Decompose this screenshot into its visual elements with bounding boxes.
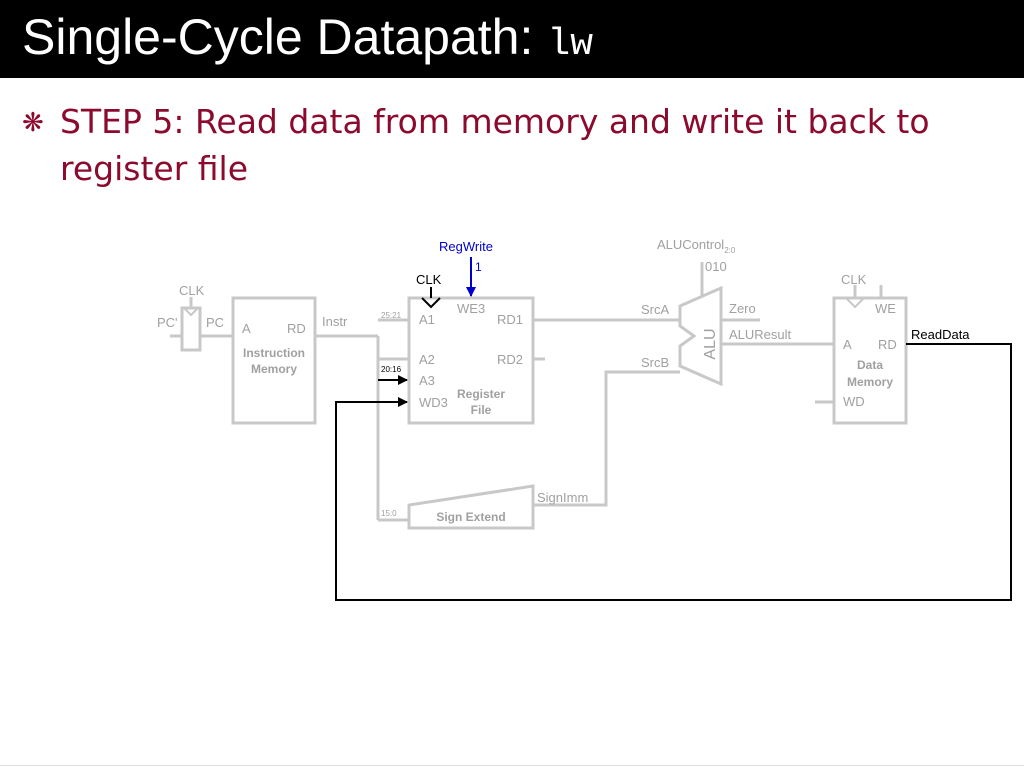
alu-unit	[678, 285, 723, 387]
regfile-clock-notch	[421, 297, 441, 309]
bullet-icon: ❋	[22, 108, 44, 138]
regfile-we3-label: WE3	[457, 301, 485, 316]
bits-rt-label: 20:16	[381, 365, 402, 374]
pc-label: PC	[206, 315, 224, 330]
srcb-label: SrcB	[641, 355, 669, 370]
dmem-name-line1: Data	[857, 358, 883, 372]
regfile-wd3-label: WD3	[419, 395, 448, 410]
imem-name-line1: Instruction	[243, 346, 305, 360]
pc-clk-label: CLK	[179, 283, 205, 298]
regfile-name-line2: File	[471, 403, 492, 417]
regfile-a3-label: A3	[419, 373, 435, 388]
instruction-memory	[231, 296, 317, 425]
imem-a-label: A	[242, 321, 251, 336]
data-memory	[832, 296, 908, 425]
alucontrol-value: 010	[705, 259, 727, 274]
signimm-label: SignImm	[537, 490, 588, 505]
dmem-name-line2: Memory	[847, 375, 893, 389]
signimm-srcb-wire	[533, 370, 680, 507]
regwrite-value: 1	[475, 260, 482, 274]
regfile-name-line1: Register	[457, 387, 505, 401]
regfile-a1-label: A1	[419, 312, 435, 327]
pc-clock-notch	[183, 307, 199, 317]
alucontrol-name: ALUControl	[657, 237, 724, 252]
imem-rd-label: RD	[287, 321, 306, 336]
bits-imm-label: 15:0	[381, 509, 397, 518]
pc-register	[180, 306, 202, 352]
sign-extend-unit	[407, 484, 535, 530]
readdata-label: ReadData	[911, 327, 970, 342]
regfile-clk-label: CLK	[416, 272, 442, 287]
title-bar	[0, 0, 1024, 78]
slide-title: Single-Cycle Datapath: lw	[22, 6, 593, 76]
aluresult-label: ALUResult	[729, 327, 792, 342]
dmem-a-label: A	[843, 337, 852, 352]
dmem-clock-notch	[845, 297, 865, 309]
alucontrol-label: ALUControl2:0	[657, 237, 736, 255]
imem-name-line2: Memory	[251, 362, 297, 376]
zero-label: Zero	[729, 301, 756, 316]
alu-label: ALU	[702, 328, 719, 359]
dmem-we-label: WE	[875, 301, 896, 316]
sign-extend-label: Sign Extend	[436, 510, 505, 524]
slide-title-text: Single-Cycle Datapath:	[22, 9, 534, 65]
regfile-rd2-label: RD2	[497, 352, 523, 367]
pc-prime-label: PC'	[157, 315, 178, 330]
step-text: STEP 5: Read data from memory and write …	[60, 102, 930, 188]
register-file	[407, 296, 535, 425]
dmem-clk-label: CLK	[841, 272, 867, 287]
dmem-rd-label: RD	[878, 337, 897, 352]
regwrite-label: RegWrite	[439, 239, 493, 254]
slide-title-code: lw	[547, 23, 593, 66]
alucontrol-bits: 2:0	[724, 246, 736, 255]
dmem-wd-label: WD	[843, 394, 865, 409]
bottom-divider	[0, 765, 1024, 766]
instr-label: Instr	[322, 314, 348, 329]
regfile-rd1-label: RD1	[497, 312, 523, 327]
regfile-a2-label: A2	[419, 352, 435, 367]
inactive-wires	[170, 262, 883, 522]
srca-label: SrcA	[641, 302, 670, 317]
bits-rs-label: 25:21	[381, 311, 402, 320]
readdata-writeback-wire	[335, 343, 1012, 601]
